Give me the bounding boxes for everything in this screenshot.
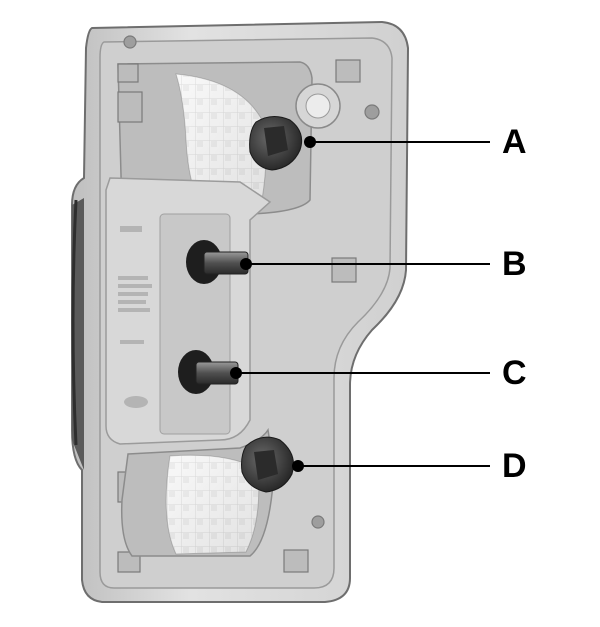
callout-label-b: B	[502, 245, 527, 283]
leader-line-a	[304, 136, 490, 148]
bulb-socket-d	[241, 436, 294, 493]
callout-label-c: C	[502, 354, 527, 392]
leader-line-d	[292, 460, 490, 472]
lower-reflector	[120, 427, 275, 557]
top-bulb-boss	[295, 83, 341, 129]
bulb-socket-c	[178, 350, 239, 394]
callout-label-a: A	[502, 123, 527, 161]
upper-reflector	[117, 61, 313, 215]
mounting-tabs	[117, 35, 380, 573]
leader-line-b	[240, 258, 490, 270]
bulb-socket-a	[249, 116, 303, 171]
callout-label-d: D	[502, 447, 527, 485]
center-panel	[105, 177, 272, 445]
leader-line-c	[230, 367, 490, 379]
